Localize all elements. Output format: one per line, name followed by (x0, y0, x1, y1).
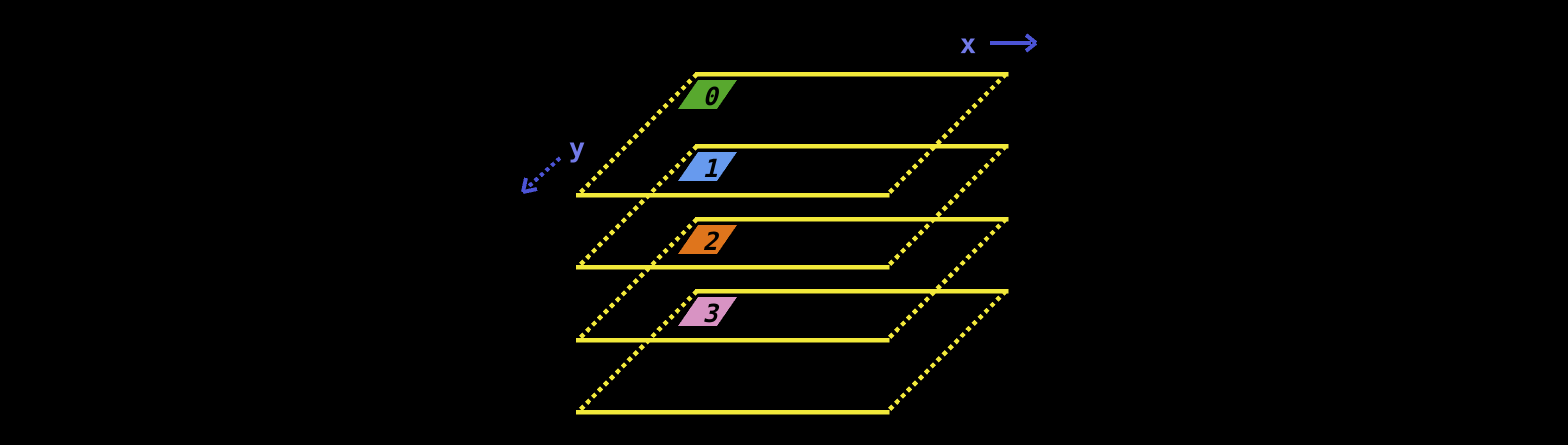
cell-label: 2 (701, 226, 723, 256)
plane-right-edge (885, 144, 1008, 269)
layer-3: 3 (575, 288, 1009, 415)
plane-left-edge (576, 289, 699, 414)
x-axis-label: x (960, 29, 976, 60)
layer-1: 1 (575, 143, 1009, 270)
plane-right-edge (885, 72, 1008, 197)
y-axis: y (521, 133, 585, 194)
plane-left-edge (576, 144, 699, 269)
layer-cell (678, 225, 737, 254)
layer-cell (678, 80, 737, 109)
cell-label: 3 (701, 298, 723, 328)
plane-right-edge (885, 289, 1008, 414)
layer-0: 0 (575, 71, 1009, 198)
layer-cell (678, 152, 737, 181)
layer-cell (678, 297, 737, 326)
plane-right-edge (885, 217, 1008, 342)
y-axis-arrowhead-icon (521, 177, 538, 194)
x-axis-arrowhead-icon (1024, 33, 1038, 53)
y-axis-label: y (569, 133, 585, 164)
cell-label: 0 (701, 81, 723, 111)
x-axis: x (960, 29, 1038, 60)
y-axis-arrow-shaft (526, 156, 562, 189)
plane-left-edge (576, 217, 699, 342)
plane-left-edge (576, 72, 699, 197)
cell-label: 1 (701, 153, 723, 183)
layers-group: 0 1 2 3 (575, 71, 1009, 415)
layer-2: 2 (575, 216, 1009, 343)
